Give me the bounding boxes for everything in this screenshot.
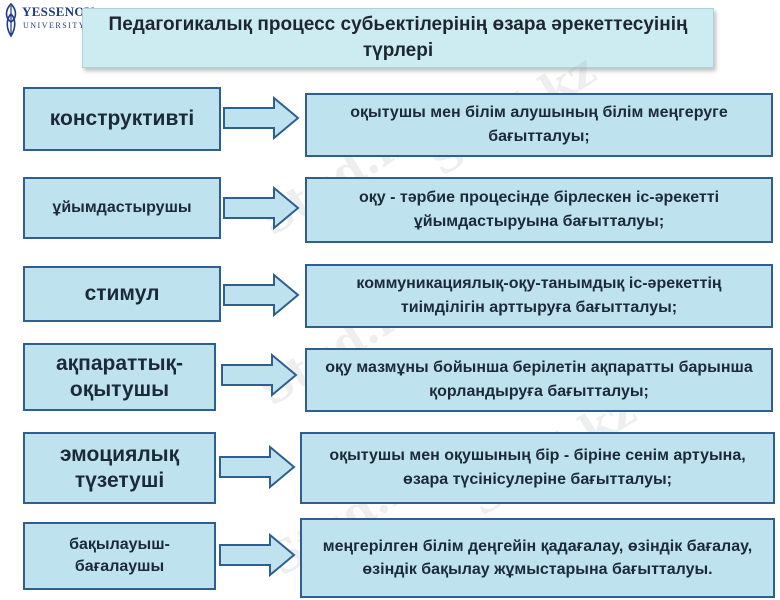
description-text: оқытушы мен білім алушының білім меңгеру… bbox=[350, 104, 728, 145]
description-box-emotional-corrector: оқытушы мен оқушының бір - біріне сенім … bbox=[300, 432, 775, 504]
role-label: конструктивті bbox=[49, 107, 195, 130]
role-box-controller-evaluator: бақылауыш-бағалаушы bbox=[23, 522, 216, 590]
university-logo: YESSENOV UNIVERSITY bbox=[0, 0, 94, 44]
logo-subtitle: UNIVERSITY bbox=[23, 21, 86, 30]
description-text: меңгерілген білім деңгейін қадағалау, өз… bbox=[322, 538, 753, 578]
arrow-right-icon bbox=[223, 273, 300, 317]
page-title-text: Педагогикалық процесс субьектілерінің өз… bbox=[108, 14, 688, 61]
role-label: бақылауыш-бағалаушы bbox=[69, 536, 170, 575]
role-box-organizer: ұйымдастырушы bbox=[23, 177, 221, 239]
page-title: Педагогикалық процесс субьектілерінің өз… bbox=[82, 8, 714, 68]
arrow-right-icon bbox=[223, 186, 300, 230]
description-text: коммуникациялық-оқу-танымдық іс-әрекетті… bbox=[356, 275, 722, 316]
description-box-controller-evaluator: меңгерілген білім деңгейін қадағалау, өз… bbox=[300, 518, 775, 598]
logo-emblem-icon bbox=[5, 2, 17, 38]
description-text: оқу - тәрбие процесінде бірлескен іс-әре… bbox=[358, 189, 720, 230]
role-box-stimulus: стимул bbox=[23, 266, 221, 322]
role-label: ұйымдастырушы bbox=[52, 199, 192, 216]
role-label: эмоциялық түзетуші bbox=[59, 443, 180, 492]
role-box-emotional-corrector: эмоциялық түзетуші bbox=[23, 432, 216, 504]
role-label: стимул bbox=[84, 282, 160, 305]
role-box-constructive: конструктивті bbox=[23, 87, 221, 151]
description-text: оқу мазмұны бойынша берілетін ақпаратты … bbox=[325, 359, 753, 400]
description-box-organizer: оқу - тәрбие процесінде бірлескен іс-әре… bbox=[305, 177, 773, 243]
description-box-stimulus: коммуникациялық-оқу-танымдық іс-әрекетті… bbox=[305, 264, 773, 328]
role-label: ақпараттық-оқытушы bbox=[55, 352, 184, 401]
logo-name: YESSENOV bbox=[22, 4, 95, 19]
arrow-right-icon bbox=[221, 353, 298, 397]
description-box-constructive: оқытушы мен білім алушының білім меңгеру… bbox=[305, 93, 773, 157]
arrow-right-icon bbox=[219, 533, 296, 577]
description-box-information-teacher: оқу мазмұны бойынша берілетін ақпаратты … bbox=[305, 348, 773, 412]
arrow-right-icon bbox=[219, 445, 296, 489]
description-text: оқытушы мен оқушының бір - біріне сенім … bbox=[329, 447, 746, 488]
arrow-right-icon bbox=[223, 96, 300, 140]
role-box-information-teacher: ақпараттық-оқытушы bbox=[23, 343, 216, 411]
